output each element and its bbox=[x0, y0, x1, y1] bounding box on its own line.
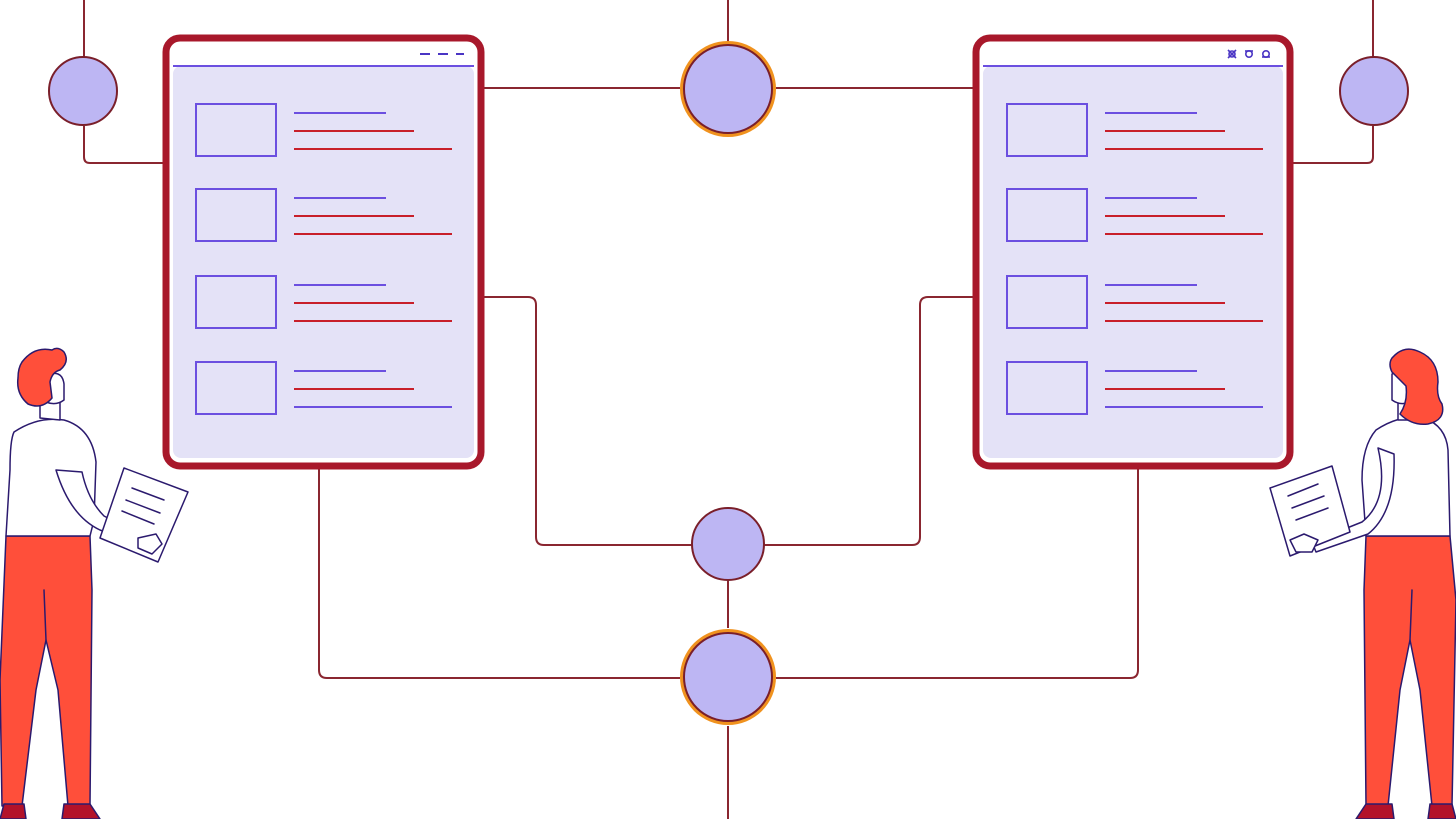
connector-left-panel-to-bottom-node bbox=[318, 466, 680, 679]
left-person-leg-seam bbox=[43, 589, 47, 641]
right-panel-thumbnail bbox=[1006, 188, 1088, 242]
left-panel-list-item bbox=[195, 275, 452, 329]
right-panel-body bbox=[983, 66, 1283, 458]
right-document-panel bbox=[972, 34, 1294, 470]
left-person-pants bbox=[0, 535, 93, 807]
right-panel-window-controls bbox=[1227, 49, 1271, 59]
left-panel-list-item bbox=[195, 103, 452, 157]
right-person-shoe bbox=[1427, 803, 1456, 819]
right-person-hand bbox=[1289, 533, 1319, 553]
middle-node bbox=[691, 507, 765, 581]
connector-right-panel-to-bottom-node bbox=[776, 466, 1139, 679]
top-right-node bbox=[1339, 56, 1409, 126]
left-panel-list-item bbox=[195, 361, 452, 415]
top-left-node bbox=[48, 56, 118, 126]
left-panel-thumbnail bbox=[195, 103, 277, 157]
settings-icon bbox=[1262, 49, 1271, 58]
right-person-pants bbox=[1363, 535, 1456, 807]
left-person-hand bbox=[137, 533, 163, 555]
connector-right-panel-to-middle-node bbox=[764, 296, 976, 546]
right-person-arm bbox=[1311, 447, 1395, 553]
right-panel-list-item bbox=[1006, 103, 1263, 157]
bug-icon bbox=[1245, 49, 1254, 58]
left-document-panel bbox=[162, 34, 485, 470]
left-panel-thumbnail bbox=[195, 361, 277, 415]
right-panel-list-item bbox=[1006, 188, 1263, 242]
right-person-shoe bbox=[1355, 803, 1395, 819]
left-person-document bbox=[99, 467, 189, 563]
connector-lines bbox=[83, 0, 1374, 819]
left-person-shoe bbox=[61, 803, 101, 819]
gear-icon bbox=[1227, 49, 1237, 59]
left-panel-list-item bbox=[195, 188, 452, 242]
right-panel-thumbnail bbox=[1006, 275, 1088, 329]
left-person-figure bbox=[0, 347, 189, 819]
right-person-leg-seam bbox=[1409, 589, 1413, 641]
left-panel-thumbnail bbox=[195, 275, 277, 329]
connector-top-left-to-panel bbox=[83, 126, 166, 164]
connector-left-panel-to-middle-node bbox=[482, 296, 692, 546]
left-person-hair bbox=[16, 347, 67, 407]
right-person-hair bbox=[1389, 348, 1444, 426]
bottom-center-node bbox=[680, 629, 776, 725]
network-nodes bbox=[48, 41, 1409, 725]
right-person-figure bbox=[1269, 348, 1456, 819]
right-person-document bbox=[1269, 465, 1351, 557]
right-panel-thumbnail bbox=[1006, 103, 1088, 157]
right-panel-list-item bbox=[1006, 275, 1263, 329]
right-panel-thumbnail bbox=[1006, 361, 1088, 415]
right-panel-list-item bbox=[1006, 361, 1263, 415]
left-panel-thumbnail bbox=[195, 188, 277, 242]
top-center-node bbox=[680, 41, 776, 137]
connector-top-right-to-panel bbox=[1290, 126, 1374, 164]
left-person-shoe bbox=[0, 803, 27, 819]
left-panel-body bbox=[173, 66, 474, 458]
